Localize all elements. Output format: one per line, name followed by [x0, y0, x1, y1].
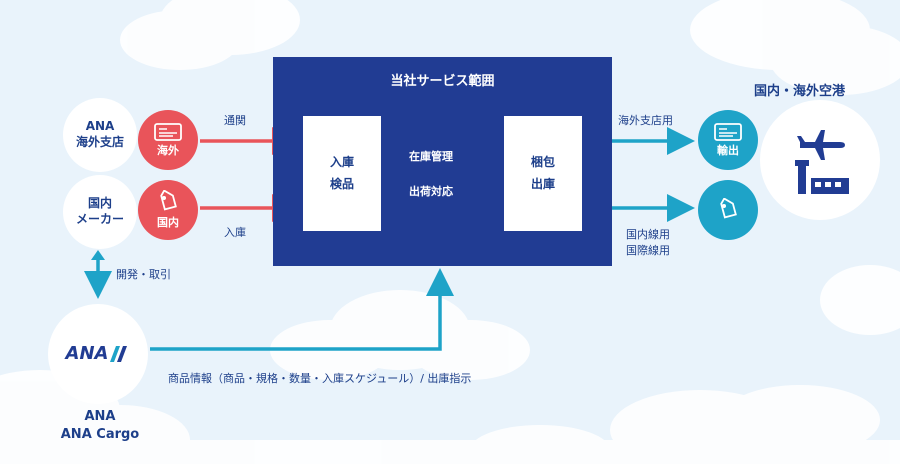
shipping-label: 出荷対応 — [409, 185, 453, 198]
inbound-inspection-box: 入庫 検品 — [303, 116, 381, 231]
inbound-line2: 検品 — [329, 176, 354, 191]
ana-label-line1: ANA — [84, 409, 116, 424]
airport-title: 国内・海外空港 — [754, 84, 846, 99]
product-info-label: 商品情報（商品・規格・数量・入庫スケジュール）/ 出庫指示 — [168, 372, 472, 385]
ana-logo: ANA — [66, 342, 131, 365]
branch-line2: 海外支店 — [75, 135, 124, 149]
overseas-branch-use-label: 海外支店用 — [618, 114, 673, 127]
domestic-badge-label: 国内 — [157, 216, 179, 229]
international-line-label: 国際線用 — [626, 244, 670, 257]
overseas-badge: 海外 — [138, 110, 198, 170]
ana-label-line2: ANA Cargo — [60, 426, 140, 442]
customs-label: 通関 — [224, 114, 246, 127]
development-label: 開発・取引 — [116, 268, 171, 281]
export-badge: 輸出 — [698, 110, 758, 170]
inventory-label: 在庫管理 — [409, 150, 453, 163]
receiving-label: 入庫 — [224, 226, 246, 239]
ana-logo-stripes — [110, 345, 128, 362]
export-badge-label: 輸出 — [717, 144, 739, 157]
maker-line2: メーカー — [75, 212, 124, 226]
tag-icon — [720, 198, 737, 219]
branch-line1: ANA — [85, 119, 115, 134]
inbound-line1: 入庫 — [329, 154, 354, 169]
outbound-line2: 出庫 — [530, 176, 555, 191]
domestic-badge: 国内 — [138, 180, 198, 240]
domestic-line-label: 国内線用 — [626, 228, 670, 241]
outbound-line1: 梱包 — [530, 154, 555, 169]
packing-outbound-box: 梱包 出庫 — [504, 116, 582, 231]
maker-line1: 国内 — [87, 196, 112, 211]
ana-label: ANA ANA Cargo — [40, 408, 160, 443]
domestic-maker-node: 国内 メーカー — [63, 175, 137, 249]
document-icon — [714, 123, 742, 141]
domestic-out-badge — [698, 180, 758, 240]
ana-node: ANA — [48, 304, 148, 404]
tag-icon — [160, 190, 177, 211]
arrow-product-info — [150, 268, 454, 351]
ana-logo-text: ANA — [65, 343, 109, 365]
document-icon — [154, 123, 182, 141]
airport-node — [760, 100, 880, 220]
ana-overseas-branch-node: ANA 海外支店 — [63, 98, 137, 172]
service-scope-box: 当社サービス範囲 入庫 検品 在庫管理 出荷対応 梱包 出庫 — [273, 57, 612, 266]
scope-title: 当社サービス範囲 — [390, 74, 495, 89]
airport-icon — [795, 130, 849, 194]
overseas-badge-label: 海外 — [157, 144, 179, 157]
